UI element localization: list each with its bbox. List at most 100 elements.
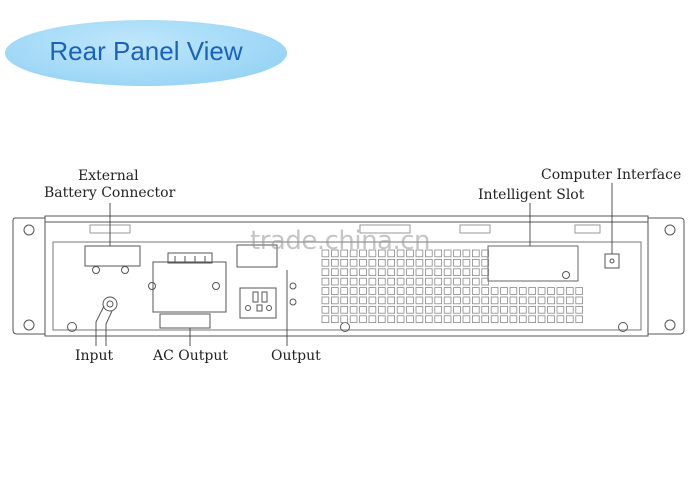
vent-hole bbox=[453, 296, 461, 305]
label-intelligent-slot: Intelligent Slot bbox=[478, 187, 585, 203]
vent-hole bbox=[575, 296, 583, 305]
vent-hole bbox=[471, 305, 480, 314]
vent-hole bbox=[368, 277, 377, 286]
vent-hole bbox=[387, 249, 395, 258]
vent-hole bbox=[481, 315, 489, 323]
vent-hole bbox=[462, 305, 471, 314]
vent-hole bbox=[537, 315, 546, 323]
vent-hole bbox=[377, 296, 386, 305]
vent-hole bbox=[462, 277, 471, 286]
vent-hole bbox=[453, 268, 461, 276]
vent-hole bbox=[500, 305, 508, 314]
left-ear-hole-bottom bbox=[23, 319, 35, 331]
vent-hole bbox=[434, 305, 442, 314]
vent-hole bbox=[415, 296, 424, 305]
vent-hole bbox=[387, 268, 395, 276]
vent-hole bbox=[349, 305, 358, 314]
vent-hole bbox=[330, 277, 339, 286]
vent-hole bbox=[509, 287, 518, 295]
vent-hole bbox=[424, 315, 433, 323]
vent-hole bbox=[575, 305, 583, 314]
vent-hole bbox=[359, 296, 367, 305]
vent-hole bbox=[462, 287, 471, 295]
vent-hole bbox=[406, 287, 414, 295]
label-battery-connector: Battery Connector bbox=[44, 185, 176, 201]
vent-hole bbox=[340, 277, 348, 286]
vent-hole bbox=[377, 258, 386, 267]
vent-hole bbox=[424, 305, 433, 314]
vent-hole bbox=[396, 268, 405, 276]
vent-hole bbox=[368, 249, 377, 258]
vent-hole bbox=[547, 305, 555, 314]
right-ear-hole-bottom bbox=[664, 319, 676, 331]
vent-hole bbox=[359, 258, 367, 267]
vent-hole bbox=[321, 258, 330, 267]
vent-hole bbox=[481, 296, 489, 305]
vent-hole bbox=[415, 258, 424, 267]
vent-hole bbox=[396, 249, 405, 258]
vent-hole bbox=[377, 277, 386, 286]
vent-hole bbox=[453, 315, 461, 323]
vent-hole bbox=[481, 258, 489, 267]
vent-hole bbox=[443, 287, 452, 295]
vent-hole bbox=[377, 268, 386, 276]
vent-hole bbox=[406, 258, 414, 267]
vent-hole bbox=[566, 305, 574, 314]
vent-hole bbox=[330, 305, 339, 314]
vent-hole bbox=[406, 249, 414, 258]
vent-hole bbox=[481, 268, 489, 276]
vent-hole bbox=[509, 315, 518, 323]
vent-hole bbox=[462, 315, 471, 323]
vent-hole bbox=[377, 315, 386, 323]
vent-hole bbox=[528, 315, 536, 323]
vent-hole bbox=[359, 315, 367, 323]
vent-hole bbox=[500, 296, 508, 305]
vent-hole bbox=[415, 268, 424, 276]
vent-hole bbox=[387, 277, 395, 286]
vent-hole bbox=[566, 296, 574, 305]
vent-hole bbox=[359, 277, 367, 286]
vent-hole bbox=[415, 249, 424, 258]
vent-hole bbox=[490, 315, 499, 323]
vent-hole bbox=[519, 315, 527, 323]
vent-hole bbox=[424, 287, 433, 295]
input-socket bbox=[95, 296, 118, 346]
vent-hole bbox=[424, 258, 433, 267]
vent-hole bbox=[321, 296, 330, 305]
vent-hole bbox=[340, 258, 348, 267]
vent-hole bbox=[330, 258, 339, 267]
vent-hole bbox=[453, 249, 461, 258]
badge-title: Rear Panel View bbox=[49, 36, 243, 66]
vent-hole bbox=[368, 268, 377, 276]
vent-hole bbox=[537, 305, 546, 314]
vent-hole bbox=[321, 249, 330, 258]
vent-hole bbox=[443, 296, 452, 305]
ac-output-block bbox=[148, 252, 227, 329]
vent-hole bbox=[406, 315, 414, 323]
vent-hole bbox=[434, 315, 442, 323]
vent-hole bbox=[443, 258, 452, 267]
vent-hole bbox=[368, 287, 377, 295]
vent-hole bbox=[453, 305, 461, 314]
chassis-outline bbox=[44, 215, 649, 337]
output-socket bbox=[236, 244, 297, 319]
vent-hole bbox=[443, 277, 452, 286]
vent-hole bbox=[575, 315, 583, 323]
vent-hole bbox=[359, 268, 367, 276]
vent-hole bbox=[387, 315, 395, 323]
vent-hole bbox=[490, 296, 499, 305]
vent-hole bbox=[340, 296, 348, 305]
vent-hole bbox=[415, 305, 424, 314]
vent-hole bbox=[556, 287, 565, 295]
vent-hole bbox=[321, 287, 330, 295]
vent-hole bbox=[556, 296, 565, 305]
vent-hole bbox=[575, 287, 583, 295]
vent-hole bbox=[377, 305, 386, 314]
label-computer-interface: Computer Interface bbox=[541, 167, 682, 183]
vent-hole bbox=[396, 296, 405, 305]
vent-hole bbox=[415, 287, 424, 295]
screw-right bbox=[618, 322, 628, 332]
vent-hole bbox=[424, 249, 433, 258]
vent-hole bbox=[462, 249, 471, 258]
vent-hole bbox=[434, 296, 442, 305]
